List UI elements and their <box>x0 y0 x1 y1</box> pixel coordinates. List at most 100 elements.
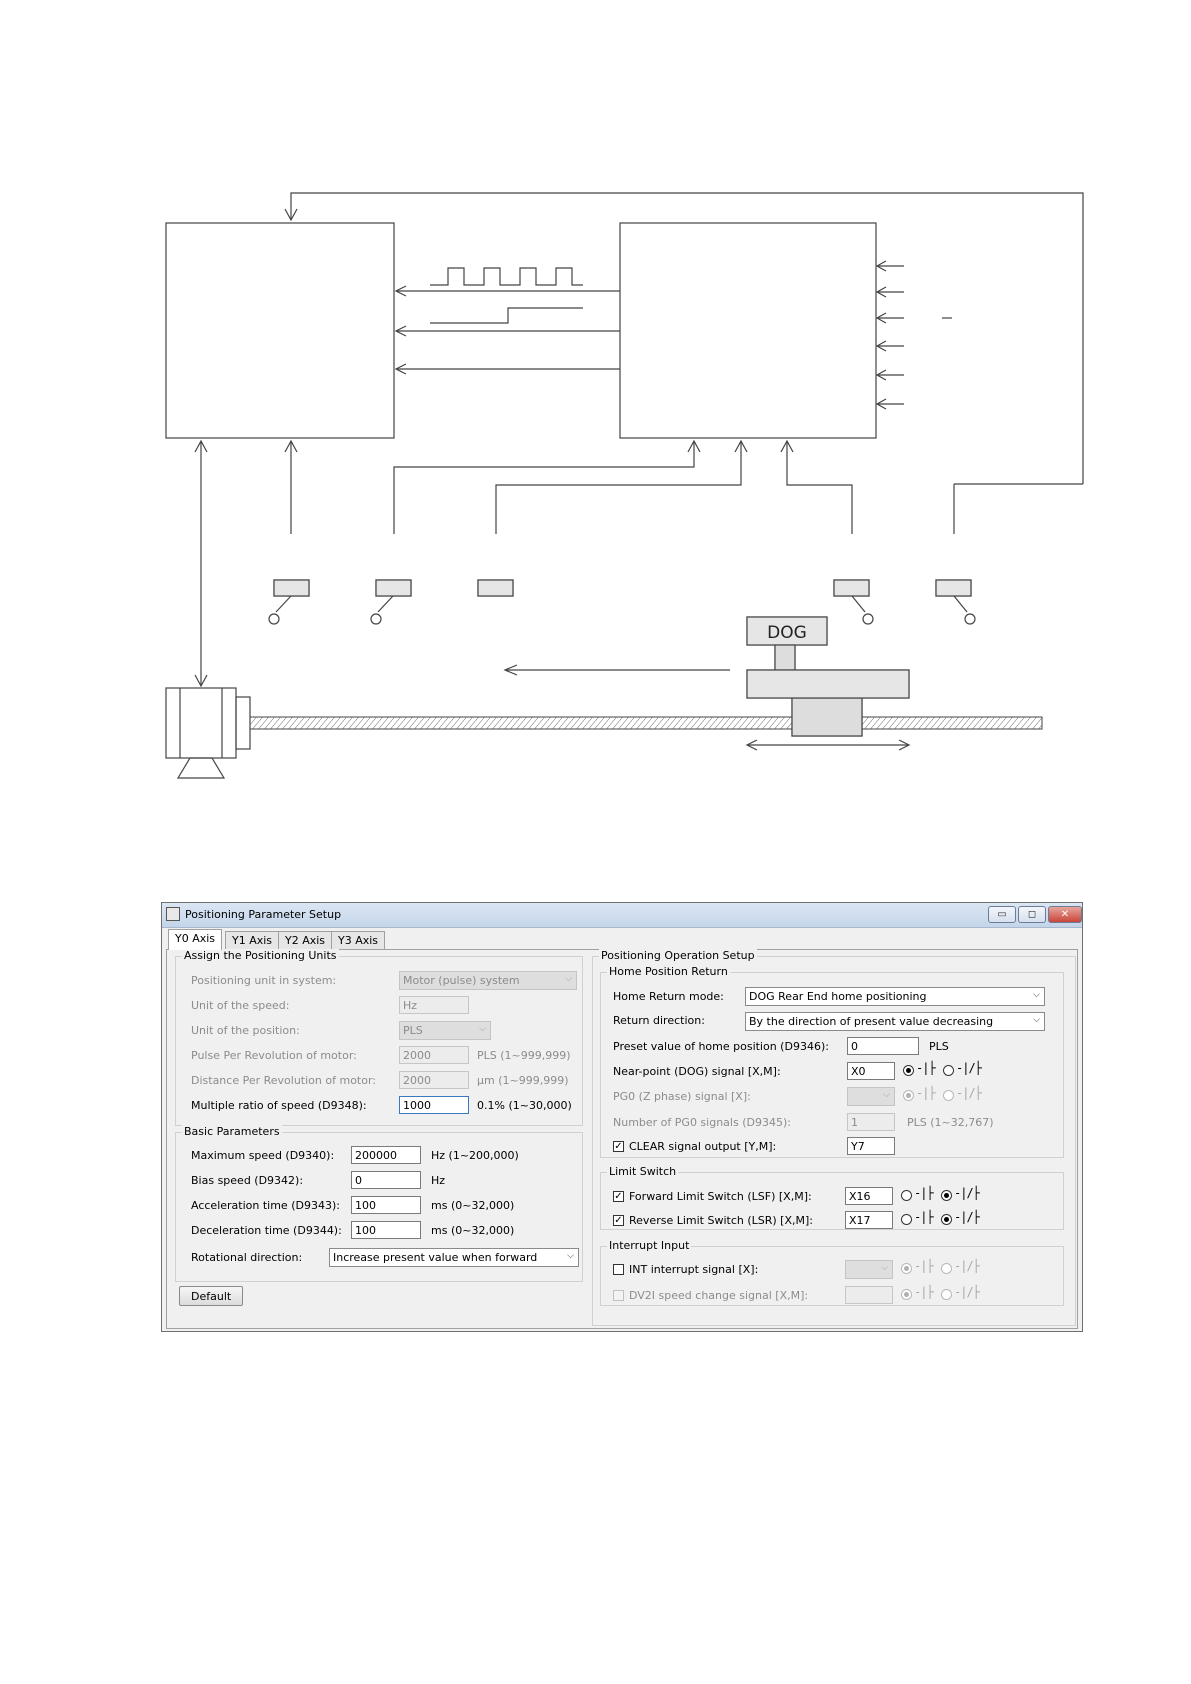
lsr-nc-radio[interactable] <box>941 1214 952 1225</box>
lsr-label: Reverse Limit Switch (LSR) [X,M]: <box>629 1214 813 1227</box>
positioning-unit-label: Positioning unit in system: <box>191 974 337 987</box>
chevron-down-icon: ⌵ <box>881 1263 888 1273</box>
lsf-input[interactable]: X16 <box>845 1187 893 1205</box>
pg0-no-radio <box>903 1090 914 1101</box>
basic-params-title: Basic Parameters <box>182 1125 282 1138</box>
dog-signal-label: Near-point (DOG) signal [X,M]: <box>613 1065 781 1078</box>
home-mode-select[interactable]: DOG Rear End home positioning ⌵ <box>745 987 1045 1006</box>
accel-time-input[interactable]: 100 <box>351 1196 421 1214</box>
decel-time-range: ms (0~32,000) <box>431 1224 515 1237</box>
clear-signal-checkbox[interactable]: ✓ <box>613 1141 624 1152</box>
tab-panel: Assign the Positioning Units Positioning… <box>166 949 1078 1329</box>
bias-speed-input[interactable]: 0 <box>351 1171 421 1189</box>
lsr-checkbox[interactable]: ✓ <box>613 1215 624 1226</box>
lsf-no-radio[interactable] <box>901 1190 912 1201</box>
lsr-input[interactable]: X17 <box>845 1211 893 1229</box>
dpr-label: Distance Per Revolution of motor: <box>191 1074 376 1087</box>
lsf-nc-radio[interactable] <box>941 1190 952 1201</box>
max-speed-input[interactable]: 200000 <box>351 1146 421 1164</box>
pg0-signal-select: ⌵ <box>847 1087 895 1106</box>
limit-switch-title: Limit Switch <box>607 1165 679 1178</box>
interrupt-title: Interrupt Input <box>607 1239 692 1252</box>
max-speed-range: Hz (1~200,000) <box>431 1149 519 1162</box>
direction-signal <box>430 307 583 324</box>
positioning-parameter-window: Positioning Parameter Setup ▭ ◻ ✕ Y0 Axi… <box>161 902 1083 1332</box>
chevron-down-icon: ⌵ <box>567 1251 574 1261</box>
lsf-checkbox[interactable]: ✓ <box>613 1191 624 1202</box>
dv2i-checkbox <box>613 1290 624 1301</box>
dpr-field: 2000 <box>399 1071 469 1089</box>
return-direction-label: Return direction: <box>613 1014 705 1027</box>
int-signal-select: ⌵ <box>845 1260 893 1279</box>
nc-contact-icon: -|/├ <box>956 1061 982 1075</box>
dv2i-label: DV2I speed change signal [X,M]: <box>629 1289 809 1302</box>
servo-motor <box>165 687 251 779</box>
speed-unit-label: Unit of the speed: <box>191 999 290 1012</box>
dv2i-no-radio <box>901 1289 912 1300</box>
pg0-signal-label: PG0 (Z phase) signal [X]: <box>613 1090 751 1103</box>
rotation-direction-label: Rotational direction: <box>191 1251 303 1264</box>
home-return-title: Home Position Return <box>607 965 730 978</box>
tab-y0-axis[interactable]: Y0 Axis <box>168 929 223 950</box>
no-contact-icon: -|├ <box>914 1186 934 1200</box>
dog-nc-radio[interactable] <box>943 1065 954 1076</box>
positioning-unit-select: Motor (pulse) system ⌵ <box>399 971 577 990</box>
minimize-button[interactable]: ▭ <box>988 906 1016 923</box>
tab-y3-axis[interactable]: Y3 Axis <box>331 931 386 949</box>
int-nc-radio <box>941 1263 952 1274</box>
chevron-down-icon: ⌵ <box>1033 990 1040 1000</box>
bias-speed-unit: Hz <box>431 1174 446 1187</box>
tab-y1-axis[interactable]: Y1 Axis <box>225 931 280 949</box>
ppr-range: PLS (1~999,999) <box>477 1049 571 1062</box>
dpr-range: μm (1~999,999) <box>477 1074 569 1087</box>
no-contact-icon: -|├ <box>916 1061 936 1075</box>
no-contact-icon: -|├ <box>914 1285 934 1299</box>
dv2i-field <box>845 1286 893 1304</box>
chevron-down-icon: ⌵ <box>479 1024 486 1034</box>
lsr-no-radio[interactable] <box>901 1214 912 1225</box>
speed-ratio-label: Multiple ratio of speed (D9348): <box>191 1099 367 1112</box>
driver-input-arrows <box>875 260 952 410</box>
ppr-field: 2000 <box>399 1046 469 1064</box>
accel-time-range: ms (0~32,000) <box>431 1199 515 1212</box>
accel-time-label: Acceleration time (D9343): <box>191 1199 340 1212</box>
nc-contact-icon: -|/├ <box>956 1086 982 1100</box>
feedback-line <box>290 192 1084 484</box>
default-button[interactable]: Default <box>179 1286 244 1306</box>
preset-home-unit: PLS <box>929 1040 949 1053</box>
no-contact-icon: -|├ <box>914 1210 934 1224</box>
operation-group-title: Positioning Operation Setup <box>599 949 757 962</box>
nc-contact-icon: -|/├ <box>954 1210 980 1224</box>
interrupt-group: Interrupt Input <box>600 1239 1064 1306</box>
ball-screw <box>249 716 1043 730</box>
speed-ratio-input[interactable]: 1000 <box>399 1096 469 1114</box>
pg0-nc-radio <box>943 1090 954 1101</box>
ppr-label: Pulse Per Revolution of motor: <box>191 1049 357 1062</box>
operation-group: Positioning Operation Setup <box>592 949 1076 1326</box>
dog-no-radio[interactable] <box>903 1065 914 1076</box>
pulse-train-signal <box>430 267 583 286</box>
no-contact-icon: -|├ <box>914 1259 934 1273</box>
app-icon <box>166 907 180 921</box>
maximize-button[interactable]: ◻ <box>1018 906 1046 923</box>
preset-home-input[interactable]: 0 <box>847 1037 919 1055</box>
clear-signal-label: CLEAR signal output [Y,M]: <box>629 1140 777 1153</box>
nc-contact-icon: -|/├ <box>954 1259 980 1273</box>
int-no-radio <box>901 1263 912 1274</box>
clear-signal-input[interactable]: Y7 <box>847 1137 895 1155</box>
decel-time-label: Deceleration time (D9344): <box>191 1224 342 1237</box>
dog-signal-input[interactable]: X0 <box>847 1062 895 1080</box>
close-button[interactable]: ✕ <box>1048 906 1082 923</box>
rotation-direction-select[interactable]: Increase present value when forward ⌵ <box>329 1248 579 1267</box>
position-unit-label: Unit of the position: <box>191 1024 300 1037</box>
units-group: Assign the Positioning Units <box>175 949 583 1126</box>
position-unit-select: PLS ⌵ <box>399 1021 491 1040</box>
servo-driver-block <box>619 222 877 439</box>
tab-y2-axis[interactable]: Y2 Axis <box>278 931 333 949</box>
positioning-system-diagram: DOG <box>165 192 1084 779</box>
int-signal-checkbox[interactable] <box>613 1264 624 1275</box>
speed-unit-field: Hz <box>399 996 469 1014</box>
return-direction-select[interactable]: By the direction of present value decrea… <box>745 1012 1045 1031</box>
decel-time-input[interactable]: 100 <box>351 1221 421 1239</box>
bias-speed-label: Bias speed (D9342): <box>191 1174 304 1187</box>
